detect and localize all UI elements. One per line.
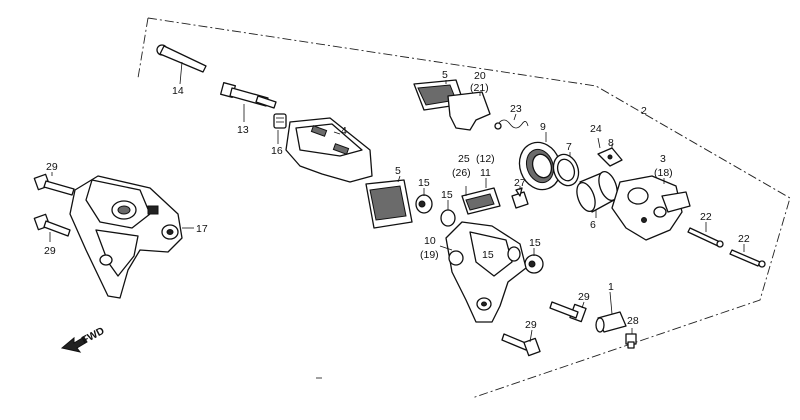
- piston-6: [576, 170, 618, 213]
- caliper-body-3: [611, 175, 691, 241]
- callout-15-b: 15: [441, 189, 453, 201]
- callout-15-d: 15: [529, 237, 541, 249]
- callout-8: 8: [608, 137, 614, 149]
- bleeder-valve-27: [511, 187, 529, 209]
- callout-14: 14: [172, 85, 184, 97]
- pin-22-a: [687, 227, 724, 248]
- callout-26: (26): [452, 167, 471, 179]
- callout-29-d: 29: [578, 291, 590, 303]
- callout-15-a: 15: [418, 177, 430, 189]
- callout-22-a: 22: [700, 211, 712, 223]
- callout-29-a: 29: [46, 161, 58, 173]
- callout-25: 25: [458, 153, 470, 165]
- bushing-15-b: [440, 209, 456, 227]
- callout-9: 9: [540, 121, 546, 133]
- pad-spring-23: [494, 119, 529, 130]
- pad-retainer-11: [461, 187, 501, 215]
- pin-13: [220, 82, 277, 109]
- callout-16: 16: [271, 145, 283, 157]
- leader-24: [597, 137, 601, 149]
- piston-seal-7: [552, 153, 580, 187]
- leader-1: [609, 291, 613, 315]
- callout-24: 24: [590, 123, 602, 135]
- pad-shim-20: [447, 91, 491, 131]
- leader-23: [513, 113, 517, 121]
- callout-18: (18): [654, 167, 673, 179]
- callout-22-b: 22: [738, 233, 750, 245]
- callout-5-lower: 5: [395, 165, 401, 177]
- assembly-boundary-left: [137, 17, 149, 79]
- callout-4: 4: [341, 125, 347, 137]
- bushing-15-d: [524, 254, 544, 274]
- boot-16: [273, 113, 287, 129]
- callout-3: 3: [660, 153, 666, 165]
- callout-1: 1: [608, 281, 614, 293]
- leader-5b: [397, 175, 401, 183]
- callout-19: (19): [420, 249, 439, 261]
- callout-21: (21): [470, 82, 489, 94]
- bolt-29-lower-left: [33, 213, 71, 237]
- fwd-label: FWD: [80, 325, 107, 347]
- bolt-29-bracket: [501, 333, 541, 357]
- callout-6: 6: [590, 219, 596, 231]
- caliper-bracket-assembly: [69, 175, 183, 299]
- assembly-boundary: [147, 17, 791, 399]
- callout-23: 23: [510, 103, 522, 115]
- bushing-15-a: [415, 194, 433, 214]
- cap-28: [625, 333, 637, 349]
- callout-29-c: 29: [525, 319, 537, 331]
- leader-29-c: [529, 329, 533, 343]
- callout-28: 28: [627, 315, 639, 327]
- callout-12: (12): [476, 153, 495, 165]
- leader-29-d: [581, 301, 585, 309]
- pad-spring-4: [285, 117, 373, 183]
- callout-5-upper: 5: [442, 69, 448, 81]
- bleeder-cap-8: [597, 147, 623, 167]
- bolt-29-upper-left: [33, 173, 75, 196]
- callout-2: 2: [641, 105, 647, 117]
- leader-10: [439, 245, 453, 251]
- leader-14: [179, 61, 183, 85]
- brake-pad-5-lower: [365, 179, 413, 229]
- callout-27: 27: [514, 177, 526, 189]
- sleeve-1: [595, 311, 627, 333]
- caliper-bracket-10: [445, 221, 527, 323]
- callout-13: 13: [237, 124, 249, 136]
- pin-22-b: [729, 249, 766, 268]
- leader-4: [333, 131, 341, 135]
- forward-direction-arrow: FWD: [60, 325, 107, 353]
- callout-15-c: 15: [482, 249, 494, 261]
- callout-11: 11: [480, 167, 491, 179]
- callout-20: 20: [474, 70, 486, 82]
- pin-14: [156, 44, 207, 73]
- callout-10: 10: [424, 235, 436, 247]
- bolt-29-right: [549, 301, 587, 323]
- callout-17: 17: [196, 223, 208, 235]
- callout-29-b: 29: [44, 245, 56, 257]
- callout-7: 7: [566, 141, 572, 153]
